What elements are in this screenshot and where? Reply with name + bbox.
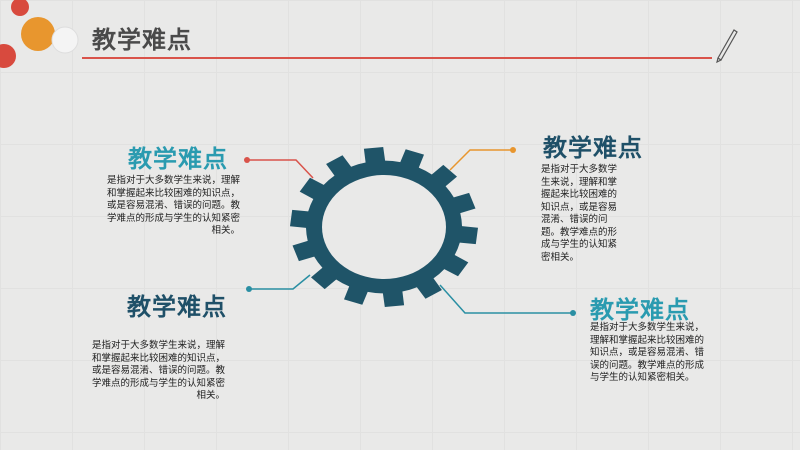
text-bottom-left: 是指对于大多数学生来说，理解和掌握起来比较困难的知识点，或是容易混淆、错误的问题… (91, 340, 225, 401)
heading-bottom-left: 教学难点 (127, 293, 227, 321)
white-ball (51, 26, 79, 54)
orange-ball (21, 17, 55, 51)
red-dot-small (11, 0, 29, 16)
heading-top-right: 教学难点 (543, 134, 643, 162)
page-title: 教学难点 (92, 26, 192, 54)
text-top-right: 是指对于大多数学生来说，理解和掌握起来比较困难的知识点，或是容易混淆、错误的问题… (541, 164, 618, 263)
text-top-left: 是指对于大多数学生来说，理解和掌握起来比较困难的知识点，或是容易混淆、错误的问题… (106, 175, 240, 236)
gear-hole (322, 175, 446, 279)
heading-top-left: 教学难点 (128, 145, 228, 173)
text-bottom-right: 是指对于大多数学生来说，理解和掌握起来比较困难的知识点，或是容易混淆、错误的问题… (590, 322, 705, 383)
heading-bottom-right: 教学难点 (590, 296, 690, 324)
pencil-icon (716, 29, 738, 64)
title-underline (82, 57, 712, 59)
connector-top-right (449, 147, 516, 171)
connector-bottom-right (439, 284, 576, 316)
red-ball (0, 44, 16, 68)
connector-bottom-left (246, 274, 311, 292)
connector-top-left (244, 157, 314, 179)
